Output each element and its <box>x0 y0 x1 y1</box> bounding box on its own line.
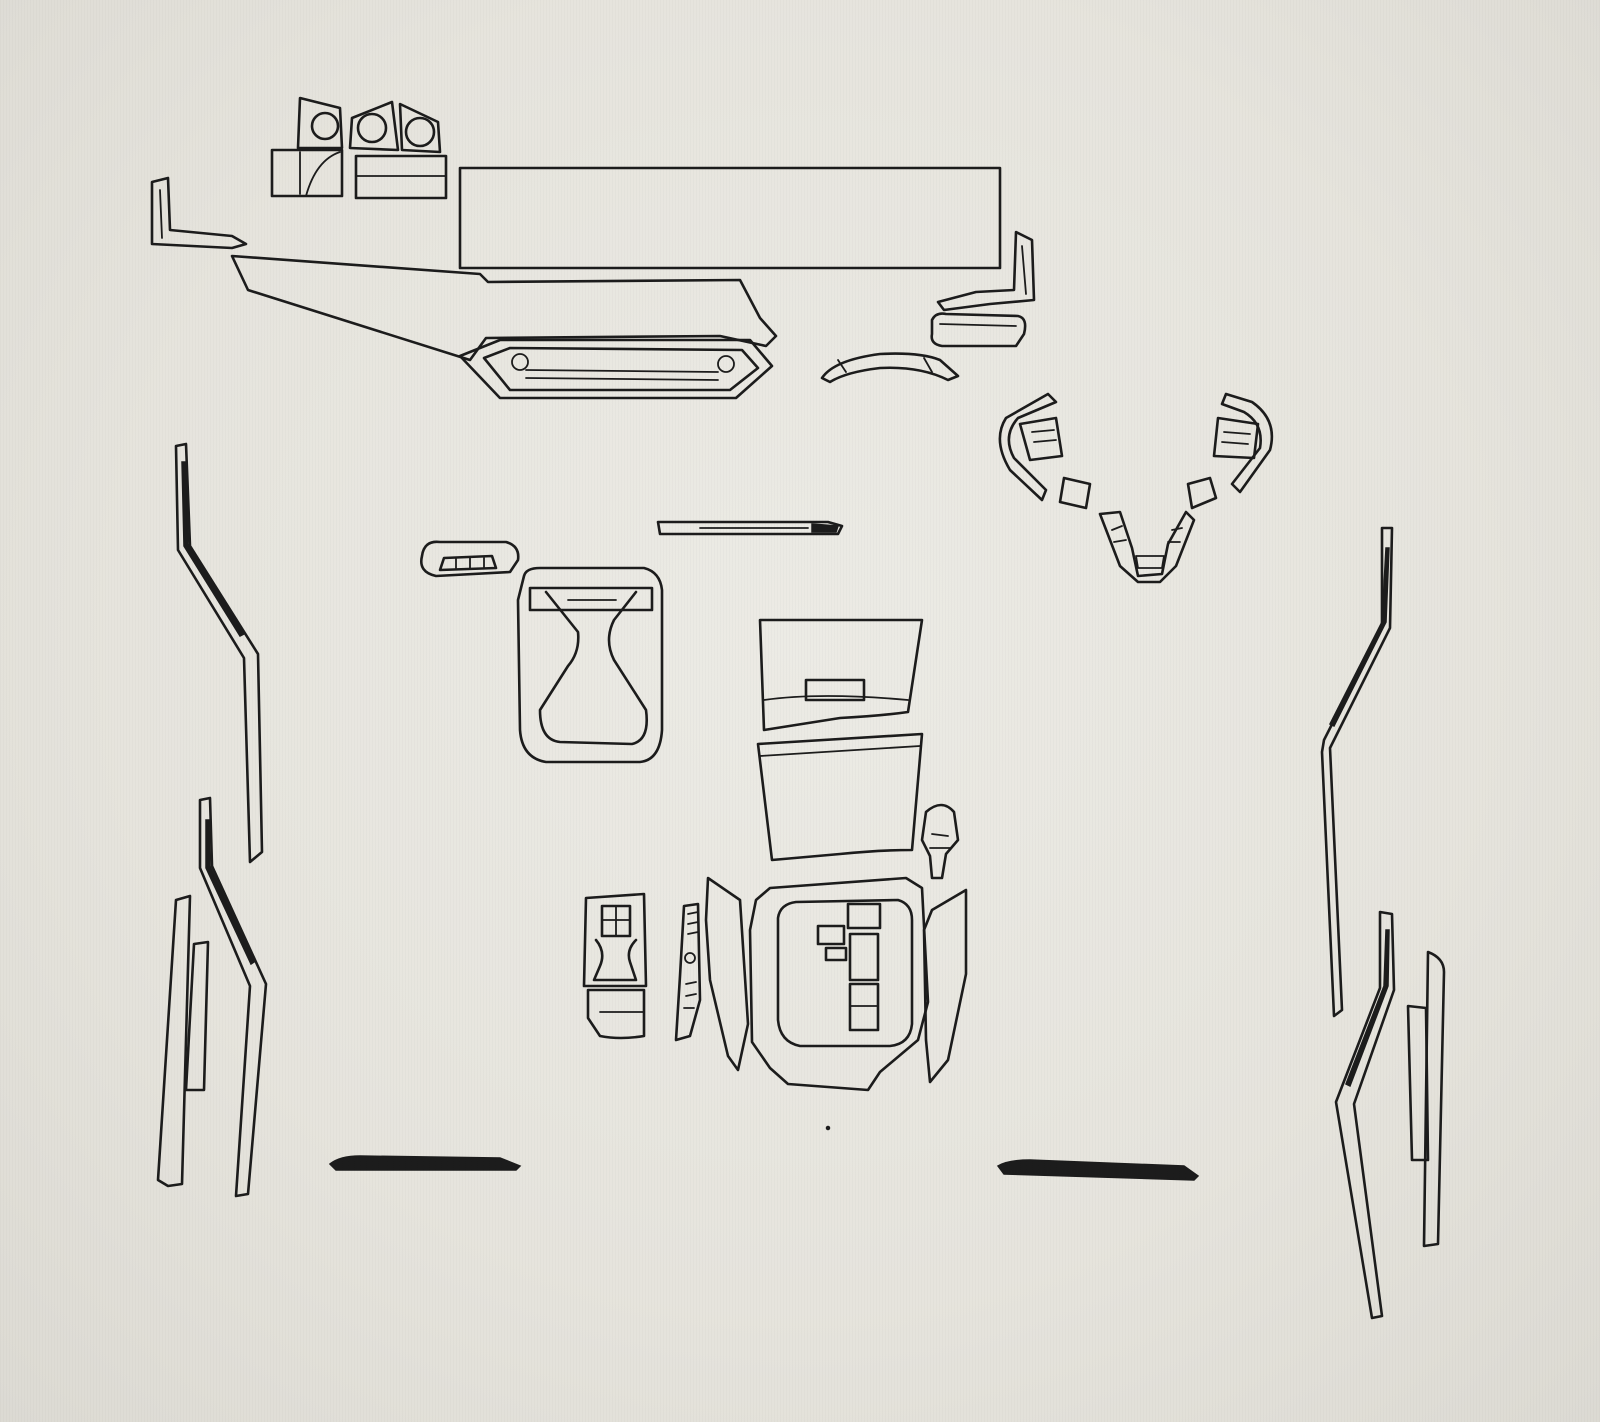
right-front-door-strip <box>1320 526 1394 1018</box>
right-sill-bar <box>996 1159 1200 1181</box>
left-front-door-strip <box>174 442 264 864</box>
left-sill-bar <box>328 1155 522 1171</box>
right-door-panel-outer <box>1406 950 1446 1248</box>
right-rear-door-strip <box>1334 910 1396 1320</box>
gear-shift-surround <box>748 876 930 1092</box>
seat-control-panel <box>582 892 648 1040</box>
right-dash-vent <box>930 312 1027 348</box>
left-door-panel-outer <box>156 894 210 1188</box>
dash-display-panel <box>458 166 1002 270</box>
left-rear-door-strip <box>198 796 268 1198</box>
center-thin-bar <box>656 520 844 536</box>
dash-lower-handle <box>458 338 774 400</box>
overhead-console <box>420 540 520 578</box>
dash-vent-cluster <box>270 96 448 200</box>
stray-dot <box>825 1125 831 1131</box>
center-console-upper <box>758 618 924 732</box>
center-console-lower <box>756 732 924 862</box>
dash-long-trim <box>230 254 778 362</box>
key-fob-trim <box>920 803 960 880</box>
button-strip <box>674 902 702 1042</box>
steering-wheel-trim-set <box>998 392 1274 584</box>
left-corner-bracket <box>150 176 248 250</box>
cup-holder-panel <box>516 566 664 764</box>
center-arc-trim <box>820 352 960 384</box>
gear-left-side-trim <box>704 876 750 1072</box>
right-corner-bracket <box>936 230 1036 312</box>
gear-right-side-trim <box>922 888 968 1084</box>
